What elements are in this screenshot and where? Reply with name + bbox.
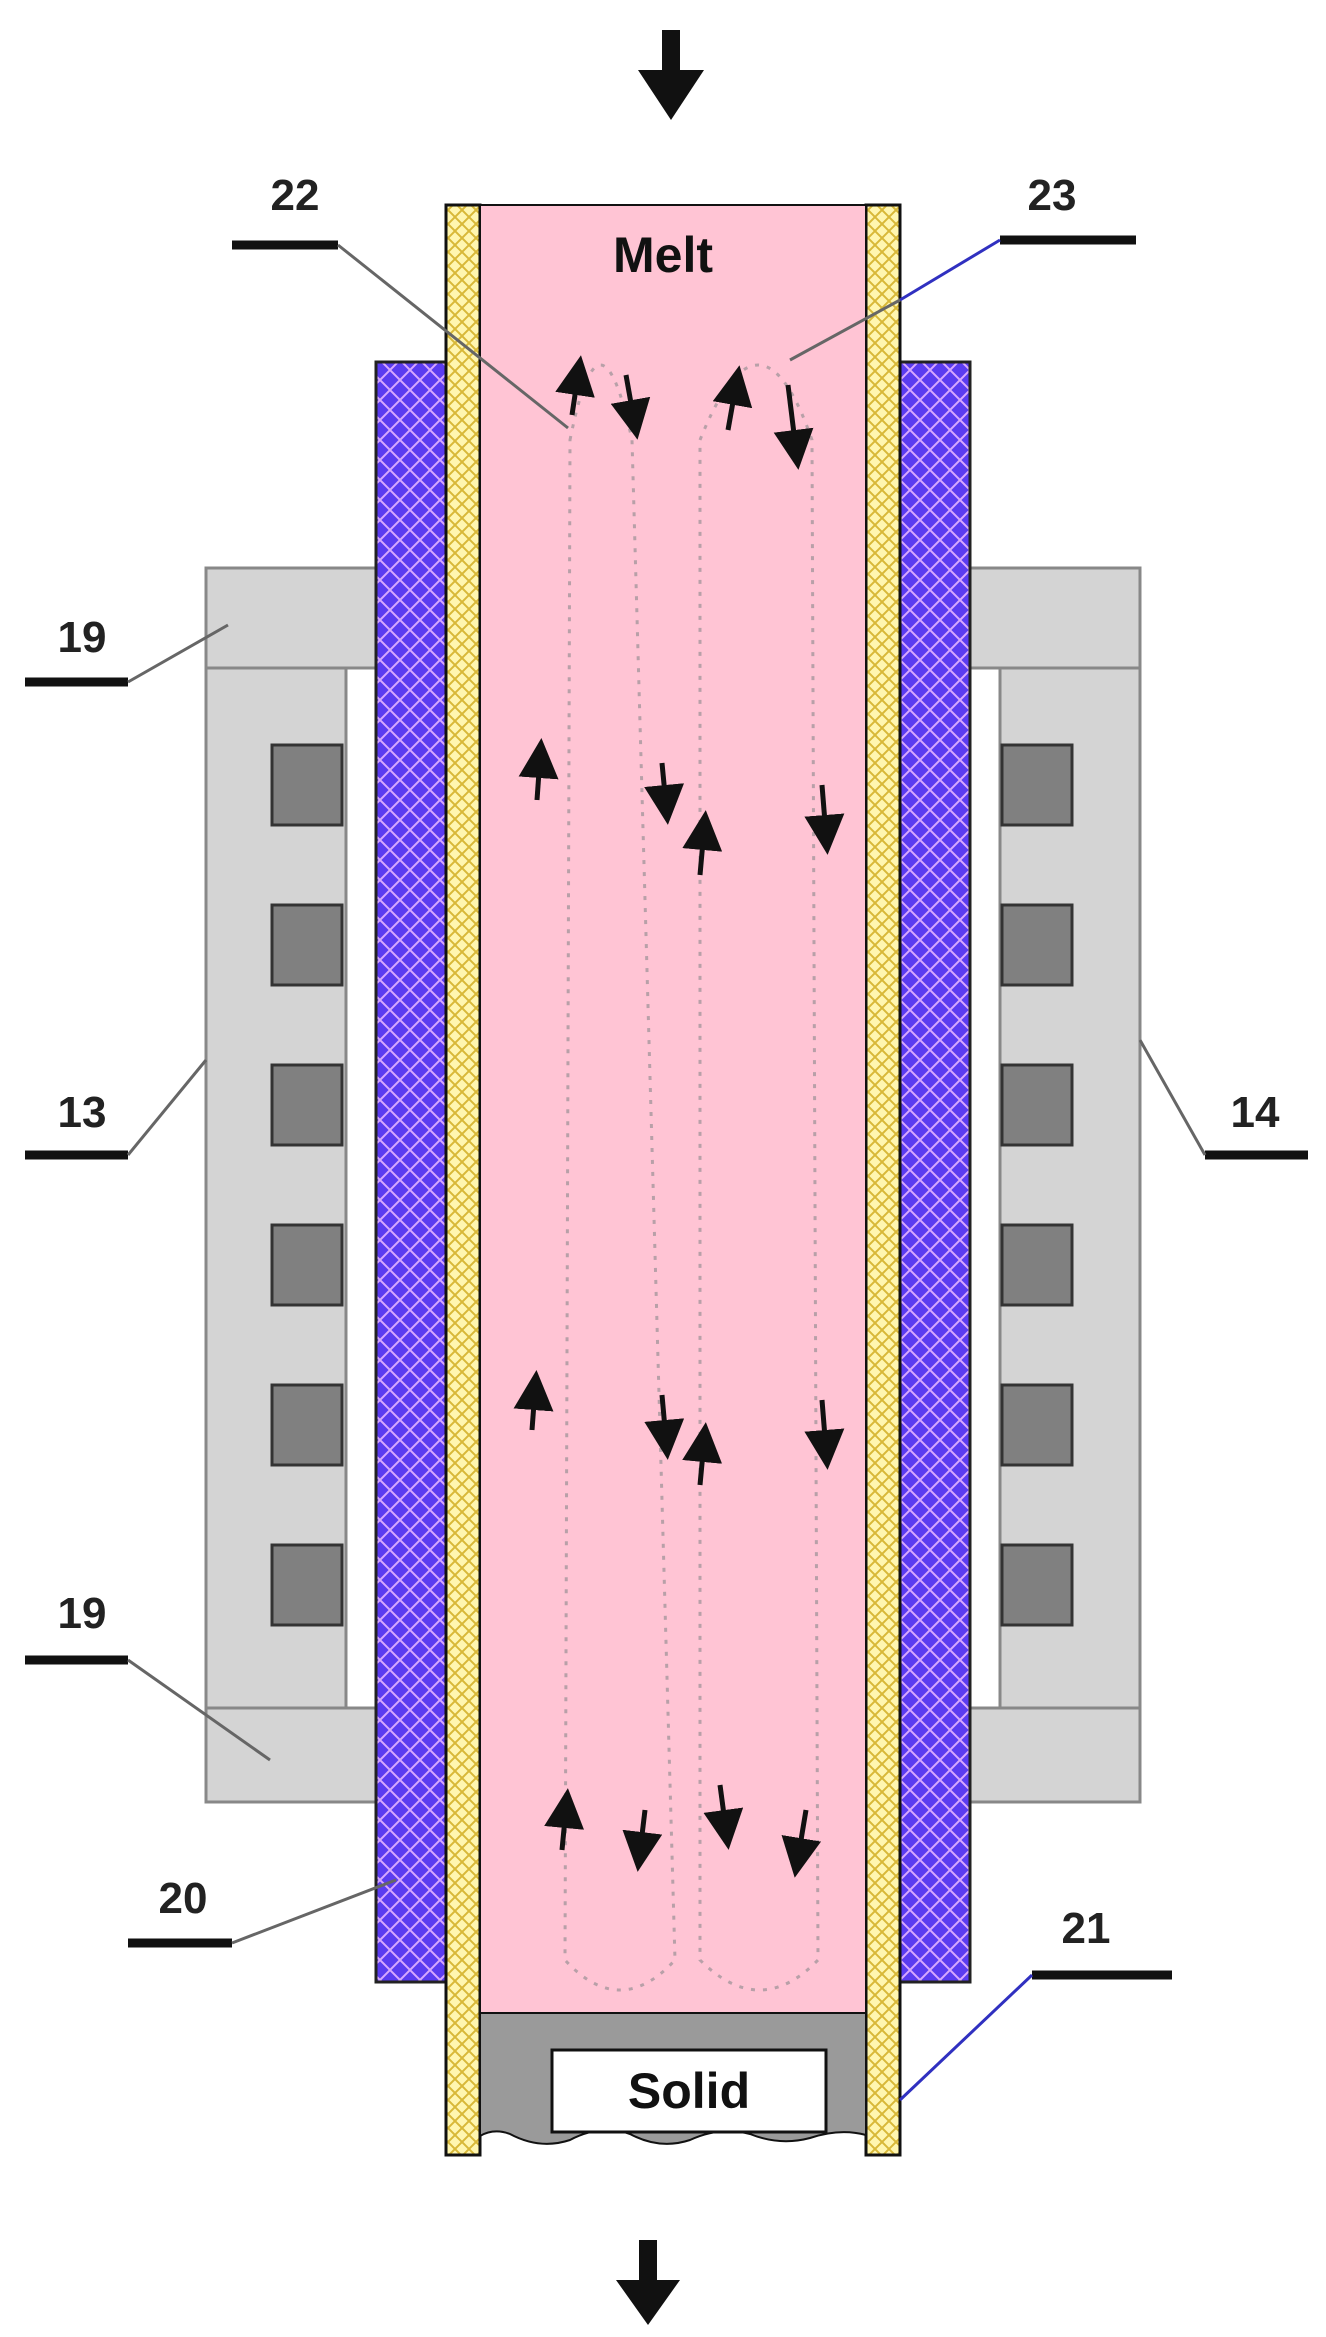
crucible-wall-left xyxy=(444,203,482,2157)
flow-arrow-15 xyxy=(703,1784,744,1850)
callout-20: 20 xyxy=(128,1874,397,1948)
coil-blocks-left xyxy=(270,743,344,1627)
flow-arrow-7 xyxy=(682,810,723,876)
flow-arrow-14 xyxy=(622,1809,663,1872)
svg-text:19: 19 xyxy=(58,613,107,662)
coil-block-right-3 xyxy=(1000,1063,1074,1147)
coil-block-right-5 xyxy=(1000,1383,1074,1467)
solid-label-box xyxy=(550,2048,828,2134)
crucible-wall-right xyxy=(864,203,902,2157)
svg-text:20: 20 xyxy=(159,1874,208,1923)
coil-block-left-3 xyxy=(270,1063,344,1147)
coil-block-left-2 xyxy=(270,903,344,987)
heater-frame-left xyxy=(204,566,378,1804)
callout-22: 22 xyxy=(232,171,569,430)
callout-21: 21 xyxy=(898,1904,1172,2102)
coil-block-right-6 xyxy=(1000,1543,1074,1627)
svg-text:19: 19 xyxy=(58,1589,107,1638)
flow-arrow-5 xyxy=(518,738,559,801)
flow-arrow-13 xyxy=(544,1788,585,1851)
flow-arrow-4 xyxy=(773,384,814,470)
coil-block-left-5 xyxy=(270,1383,344,1467)
flow-arrow-11 xyxy=(682,1422,723,1486)
insulation-left xyxy=(374,360,450,1984)
flow-arrow-16 xyxy=(781,1809,822,1878)
withdraw-arrow-bottom xyxy=(616,2240,680,2325)
coil-block-left-1 xyxy=(270,743,344,827)
coil-block-left-4 xyxy=(270,1223,344,1307)
svg-text:22: 22 xyxy=(271,171,320,220)
solid-label: Solid xyxy=(628,2063,750,2119)
melt-region xyxy=(479,204,867,2014)
coil-block-right-4 xyxy=(1000,1223,1074,1307)
melt-label: Melt xyxy=(613,227,713,283)
callout-19-bottom: 19 xyxy=(25,1589,271,1762)
flow-arrow-10 xyxy=(644,1394,685,1460)
flow-arrows xyxy=(513,355,845,1878)
convection-loop-left xyxy=(563,363,677,1992)
flow-arrow-6 xyxy=(644,762,685,825)
flow-arrow-3 xyxy=(712,365,753,431)
coil-block-left-6 xyxy=(270,1543,344,1627)
feed-arrow-top xyxy=(638,30,704,120)
flow-arrow-2 xyxy=(610,374,651,440)
insulation-right xyxy=(896,360,972,1984)
svg-text:14: 14 xyxy=(1231,1088,1280,1137)
callout-14: 14 xyxy=(1138,1039,1308,1160)
flow-arrow-1 xyxy=(555,355,595,416)
svg-text:21: 21 xyxy=(1062,1904,1111,1953)
coil-block-right-1 xyxy=(1000,743,1074,827)
callout-19-top: 19 xyxy=(25,613,229,687)
callout-23: 23 xyxy=(789,171,1136,362)
callout-13: 13 xyxy=(25,1059,208,1160)
flow-arrow-8 xyxy=(804,784,845,855)
flow-arrow-9 xyxy=(513,1370,554,1431)
coil-blocks-right xyxy=(1000,743,1074,1627)
flow-arrow-12 xyxy=(804,1399,845,1470)
coil-block-right-2 xyxy=(1000,903,1074,987)
svg-text:23: 23 xyxy=(1028,171,1077,220)
heater-frame-right xyxy=(968,566,1142,1804)
svg-text:13: 13 xyxy=(58,1088,107,1137)
